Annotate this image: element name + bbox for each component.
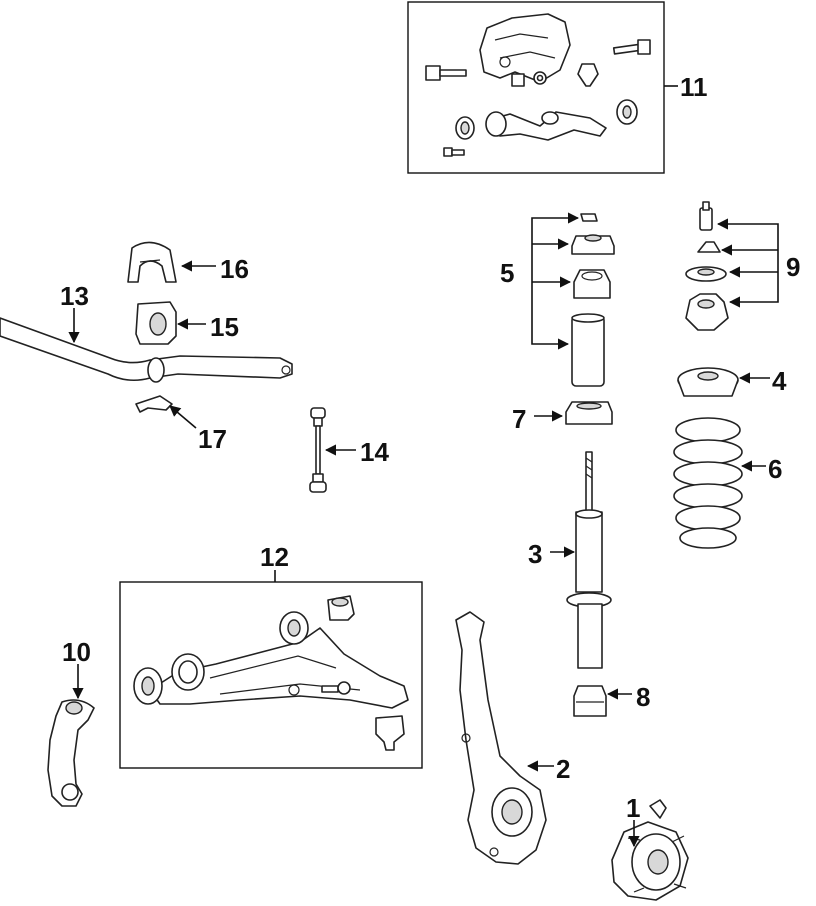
callout-9: 9 [786, 252, 800, 282]
leader-5d [531, 272, 570, 350]
callout-7: 7 [512, 404, 526, 434]
bushing-clip [135, 395, 173, 413]
arm-bushing-rear [171, 653, 205, 691]
spring-insulator [565, 401, 613, 425]
callout-8: 8 [636, 682, 650, 712]
callout-3: 3 [528, 539, 542, 569]
leader-17 [169, 405, 197, 429]
callout-1: 1 [626, 793, 640, 823]
mount-bolt-left [425, 65, 467, 81]
dust-boot [571, 313, 605, 387]
arm-bushing-upper [279, 611, 309, 645]
trailing-link [47, 699, 95, 807]
strut-mount-lower [573, 269, 611, 299]
vertical-bushing [327, 595, 355, 621]
jounce-bumper [573, 685, 607, 717]
stabilizer-bushing [135, 301, 177, 345]
strut-mount-upper [571, 234, 615, 255]
upper-control-arm [485, 111, 607, 141]
mount-kit-seat [685, 293, 729, 331]
leader-5a [531, 212, 580, 272]
steering-knuckle [455, 611, 547, 865]
upper-mount-bracket [479, 13, 571, 83]
callout-16: 16 [220, 254, 249, 284]
callout-4: 4 [772, 366, 787, 396]
upper-arm-bushings [455, 99, 638, 140]
stabilizer-link [309, 407, 327, 493]
leader-9a [716, 218, 779, 270]
strut-nut [580, 213, 598, 222]
ball-joint [321, 681, 405, 751]
spring-seat [677, 367, 739, 397]
mount-kit-washer [697, 241, 721, 253]
lower-control-arm-group [119, 581, 423, 769]
stabilizer-bar [0, 317, 293, 383]
arm-bushing-front [133, 667, 163, 705]
callout-10: 10 [62, 637, 91, 667]
kit-box-11 [407, 1, 665, 174]
callout-13: 13 [60, 281, 89, 311]
wheel-hub-assembly [611, 799, 689, 901]
callout-12: 12 [260, 542, 289, 572]
upper-mount-assembly-group [407, 1, 665, 174]
mount-bolt-right [612, 39, 651, 55]
shock-absorber [566, 451, 612, 669]
mount-kit-bearing [685, 266, 727, 282]
callout-14: 14 [360, 437, 389, 467]
small-bolt [443, 147, 465, 157]
callout-17: 17 [198, 424, 227, 454]
kit-box-12 [119, 581, 423, 769]
leader-9d [728, 270, 779, 308]
callout-15: 15 [210, 312, 239, 342]
callout-2: 2 [556, 754, 570, 784]
stabilizer-bracket [127, 241, 177, 283]
mount-kit-bolt [699, 201, 713, 231]
callout-11: 11 [680, 72, 708, 102]
mount-nuts [511, 63, 599, 87]
callout-6: 6 [768, 454, 782, 484]
coil-spring [673, 417, 743, 549]
callout-5: 5 [500, 258, 514, 288]
